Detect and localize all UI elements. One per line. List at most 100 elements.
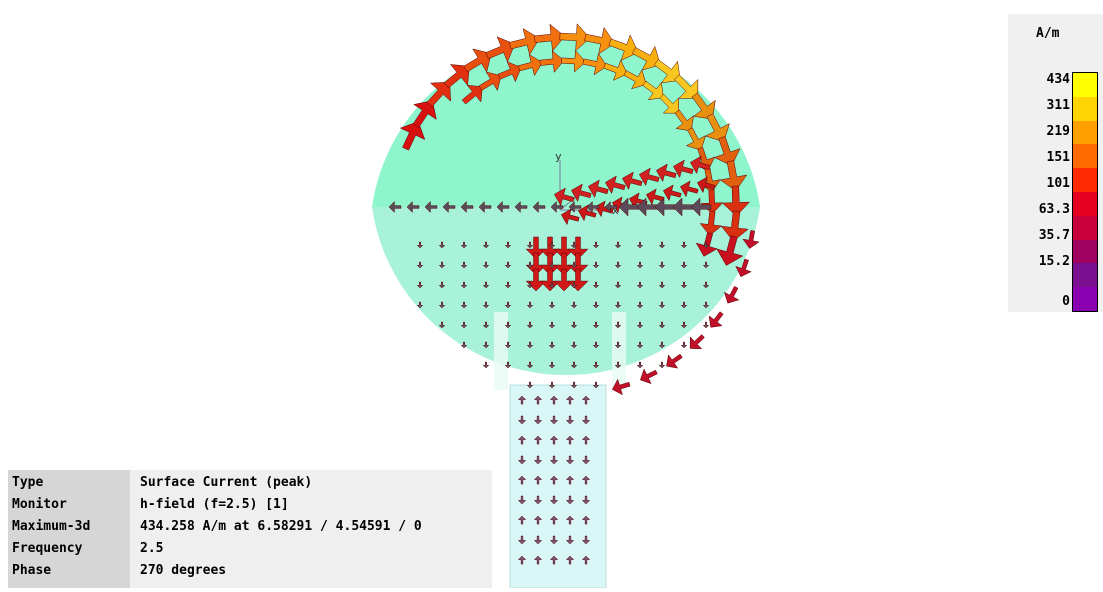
current-arrow (680, 261, 688, 269)
current-arrow (680, 321, 688, 329)
current-arrow (412, 100, 437, 128)
info-value: 2.5 (140, 541, 164, 556)
current-arrow (460, 301, 468, 309)
current-arrows (388, 23, 760, 565)
current-arrow (604, 175, 626, 195)
current-arrow (570, 261, 578, 269)
current-arrow (636, 301, 644, 309)
current-arrow (533, 435, 543, 445)
info-value: 270 degrees (140, 563, 227, 578)
current-arrow (548, 381, 556, 389)
current-arrow (570, 241, 578, 249)
current-arrow (672, 159, 694, 179)
legend-tick: 151 (1046, 150, 1070, 165)
color-bar-segment (1073, 120, 1097, 145)
current-arrow (614, 321, 622, 329)
current-arrow (549, 415, 559, 425)
current-arrow (565, 555, 575, 565)
current-arrow (416, 301, 424, 309)
current-arrow (612, 378, 631, 396)
current-arrow (460, 241, 468, 249)
current-arrow (548, 281, 556, 289)
current-arrow (592, 261, 600, 269)
current-arrow (517, 555, 527, 565)
current-arrow (549, 515, 559, 525)
current-arrow (478, 200, 492, 214)
current-arrow (584, 26, 615, 55)
current-arrow (689, 155, 711, 175)
current-arrow (532, 200, 546, 214)
current-arrow (526, 301, 534, 309)
current-arrow (442, 200, 456, 214)
info-label: Maximum-3d (12, 519, 91, 534)
current-arrow (517, 435, 527, 445)
current-arrow (517, 475, 527, 485)
current-arrow (482, 301, 490, 309)
current-arrow (581, 515, 591, 525)
current-arrow (482, 261, 490, 269)
current-arrow (561, 49, 586, 73)
current-arrow (509, 28, 540, 56)
current-arrow (702, 281, 710, 289)
current-arrow (517, 515, 527, 525)
current-arrow (399, 121, 426, 151)
current-arrow (696, 176, 716, 194)
axis-label-x: x (612, 204, 619, 217)
current-arrow (482, 321, 490, 329)
current-arrow (618, 197, 640, 217)
legend-unit: A/m (1036, 26, 1060, 41)
current-arrow (614, 241, 622, 249)
current-arrow (438, 241, 446, 249)
current-arrow (504, 261, 512, 269)
current-arrow (548, 261, 556, 269)
current-arrow (549, 455, 559, 465)
current-arrow (567, 236, 589, 260)
current-arrow (724, 286, 740, 304)
current-arrow (565, 515, 575, 525)
legend-tick: 15.2 (1038, 254, 1070, 269)
current-arrow (533, 495, 543, 505)
current-arrow (518, 54, 543, 77)
legend-tick: 63.3 (1038, 202, 1070, 217)
current-arrow (565, 475, 575, 485)
current-arrow (658, 241, 666, 249)
current-arrow (592, 381, 600, 389)
current-arrow (577, 204, 597, 222)
current-arrow (691, 92, 716, 120)
current-arrow (533, 555, 543, 565)
current-arrow (438, 261, 446, 269)
info-label: Monitor (12, 497, 67, 512)
current-arrow (526, 261, 534, 269)
current-arrow (658, 261, 666, 269)
current-arrow (478, 71, 502, 92)
current-arrow (426, 81, 451, 108)
current-arrow (539, 50, 565, 73)
current-arrow (549, 535, 559, 545)
current-arrow (525, 236, 547, 260)
current-arrow (463, 48, 492, 73)
current-arrow (680, 241, 688, 249)
color-bar-segment (1073, 263, 1097, 288)
patch-slot-left (494, 312, 508, 390)
current-arrow (659, 93, 679, 114)
current-arrow (702, 301, 710, 309)
current-arrow (482, 281, 490, 289)
current-arrow (658, 321, 666, 329)
current-arrow (720, 210, 749, 242)
current-arrow (553, 268, 575, 292)
current-arrow (504, 301, 512, 309)
current-arrow (679, 180, 699, 198)
current-arrow (548, 361, 556, 369)
current-arrow (504, 241, 512, 249)
legend-tick: 0 (1062, 294, 1070, 309)
current-arrow (548, 341, 556, 349)
patch-lower (372, 207, 760, 376)
current-arrow (638, 167, 660, 187)
current-arrow (636, 321, 644, 329)
current-arrow (533, 415, 543, 425)
current-arrow (539, 236, 561, 260)
current-arrow (653, 59, 681, 84)
current-arrow (549, 395, 559, 405)
info-label: Phase (12, 563, 52, 578)
